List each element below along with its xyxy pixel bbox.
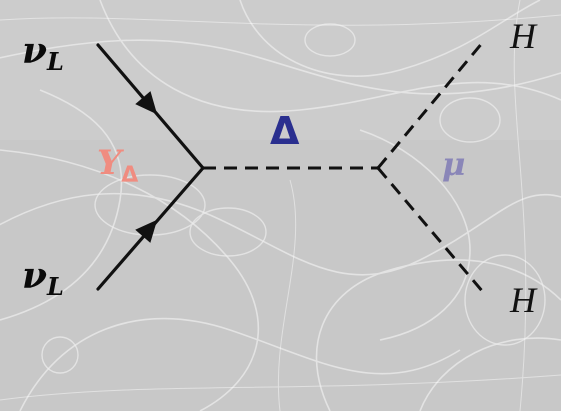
- delta-label: Δ: [270, 109, 300, 153]
- vertex-yukawa: [201, 166, 205, 170]
- nu-symbol: ν: [22, 30, 47, 72]
- yukawa-subscript: Δ: [121, 163, 139, 188]
- nu-subscript: L: [46, 272, 64, 301]
- arrow-bottom-icon: [135, 219, 158, 243]
- nu-l-top-label: νL: [22, 33, 64, 74]
- yukawa-coupling-label: YΔ: [97, 146, 138, 187]
- higgs-line-top: [376, 41, 485, 169]
- higgs-top-label: H: [510, 16, 536, 56]
- nu-symbol: ν: [22, 255, 47, 297]
- yukawa-symbol: Y: [97, 143, 122, 183]
- mu-coupling-label: μ: [442, 145, 466, 183]
- vertex-mu: [376, 166, 380, 170]
- nu-subscript: L: [46, 47, 64, 76]
- nu-l-bottom-label: νL: [22, 258, 64, 299]
- higgs-line-bottom: [376, 167, 485, 293]
- higgs-bottom-label: H: [510, 280, 536, 320]
- arrow-top-icon: [135, 91, 158, 115]
